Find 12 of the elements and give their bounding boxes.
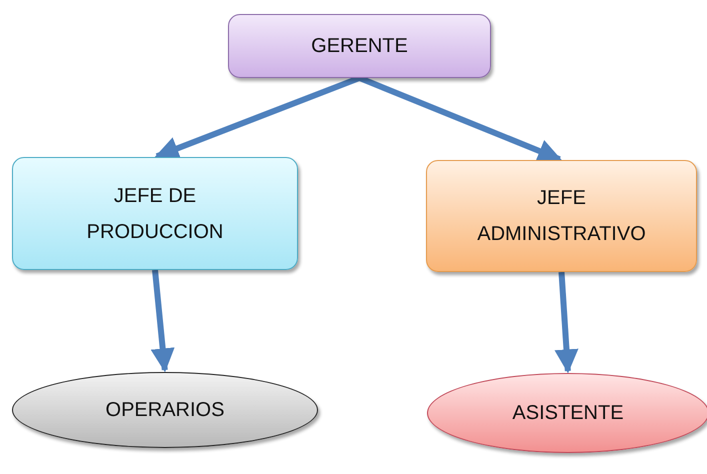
- department-box: [426, 160, 697, 272]
- arrow: [154, 75, 361, 160]
- node-label: GERENTE: [311, 34, 408, 59]
- arrow: [554, 272, 578, 374]
- arrow: [150, 270, 175, 372]
- node-label: OPERARIOS: [106, 398, 224, 423]
- department-box: [12, 157, 298, 270]
- node-label: JEFE DE PRODUCCION: [86, 184, 224, 244]
- node-label: JEFE ADMINISTRATIVO: [476, 186, 647, 247]
- arrow: [358, 75, 562, 162]
- node-label: ASISTENTE: [512, 401, 624, 426]
- manager-box: [228, 14, 491, 78]
